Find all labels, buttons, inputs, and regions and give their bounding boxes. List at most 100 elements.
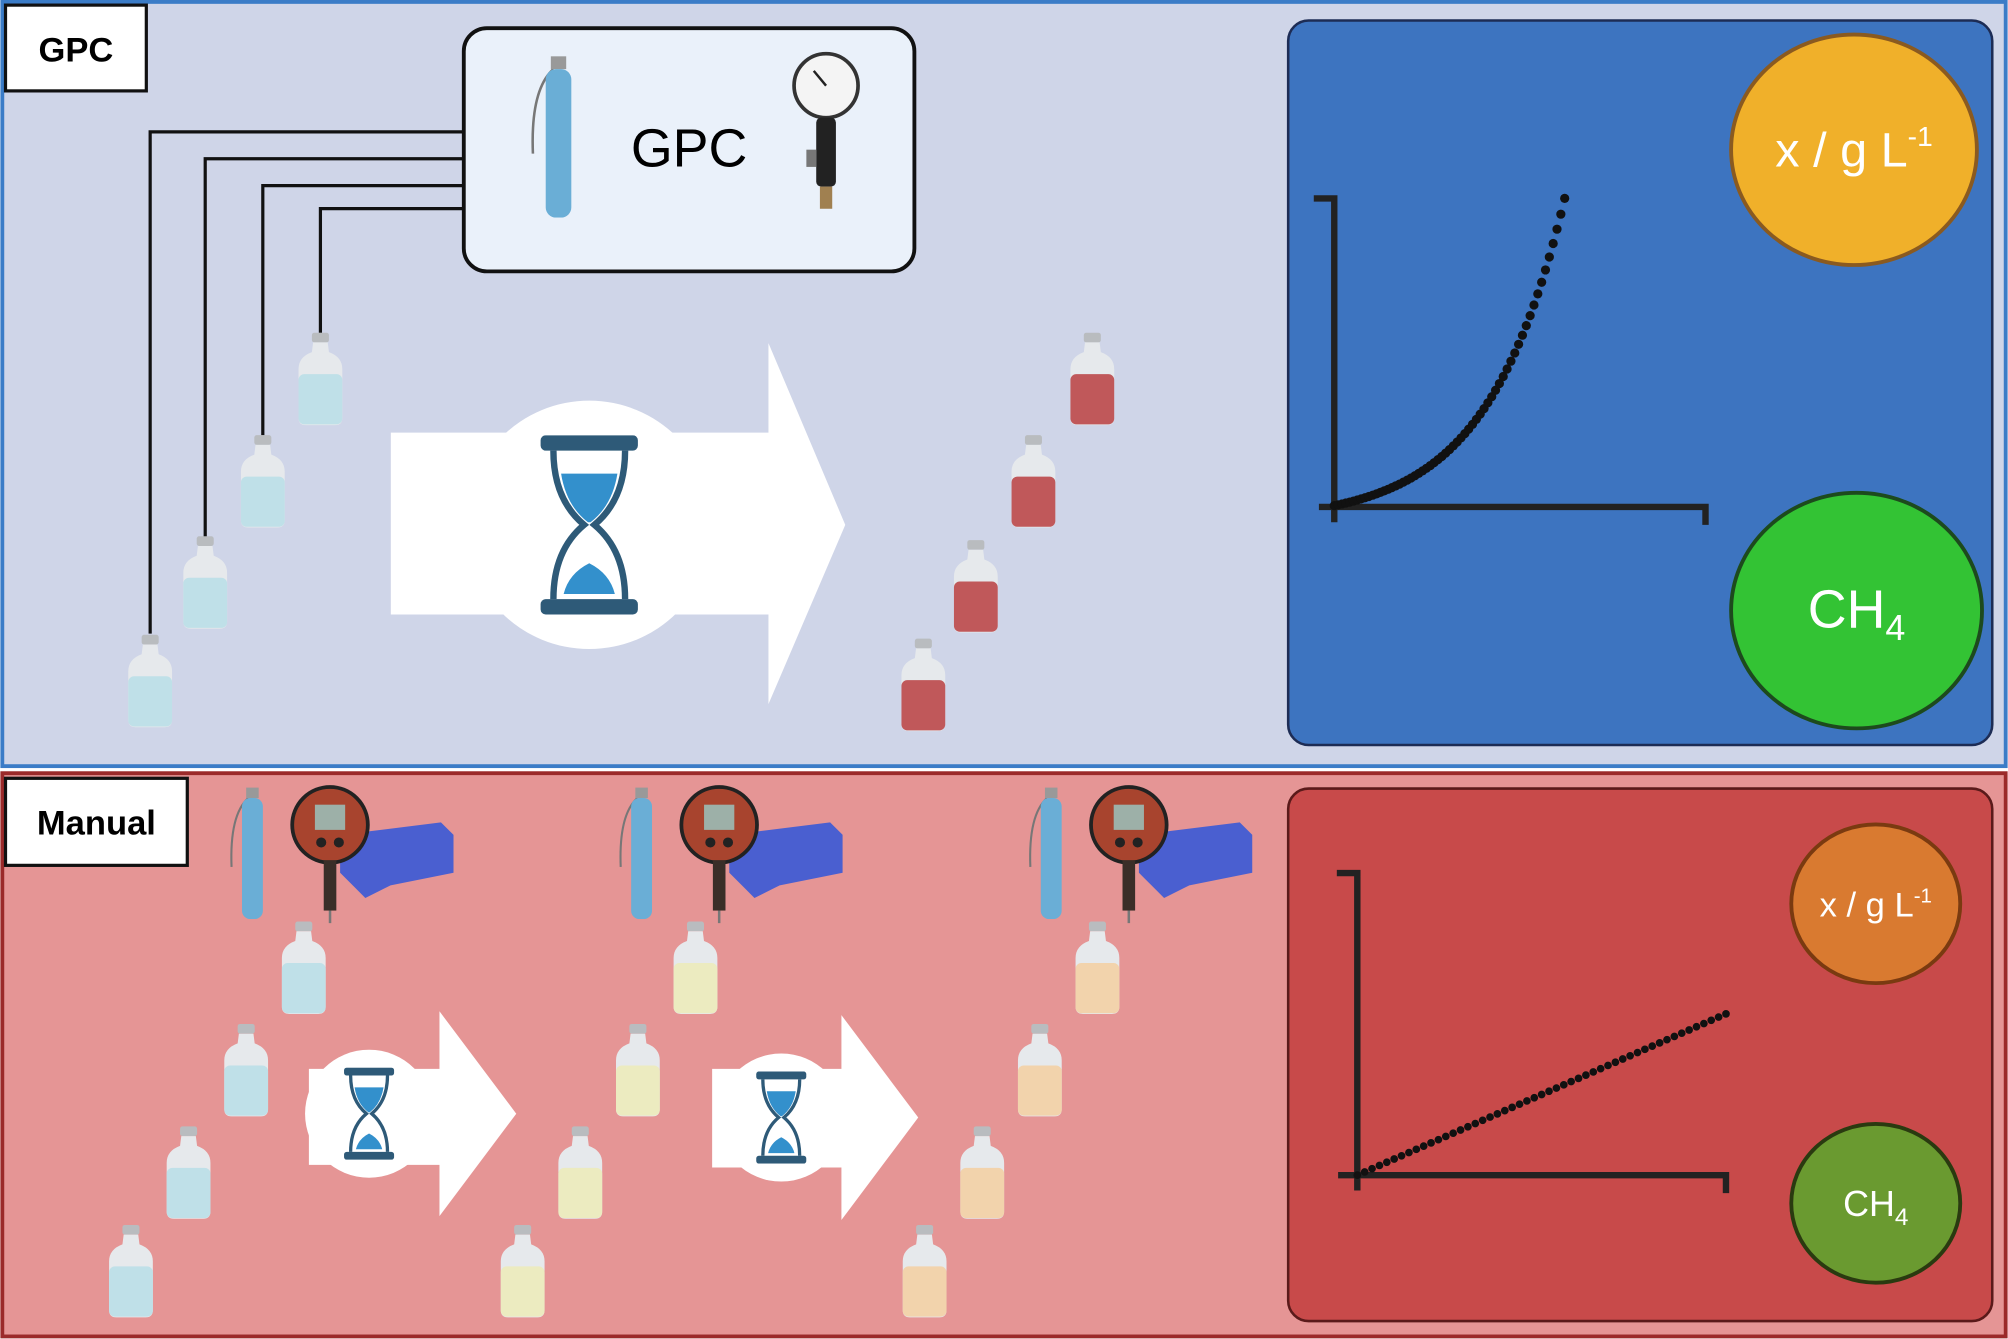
- curve-point: [1382, 1158, 1391, 1167]
- curve-point: [1434, 1135, 1443, 1144]
- curve-point: [1486, 1113, 1494, 1121]
- curve-point: [1419, 1142, 1428, 1150]
- curve-point: [1537, 1090, 1546, 1099]
- vial-icon: [1017, 1023, 1062, 1117]
- curve-point: [1517, 330, 1528, 340]
- curve-point: [1502, 364, 1512, 374]
- curve-point: [1493, 1110, 1502, 1118]
- vial-icon: [224, 1023, 269, 1117]
- curve-point: [1626, 1051, 1634, 1060]
- curve-point: [1556, 209, 1566, 219]
- methane-formula: CH: [1843, 1184, 1895, 1224]
- gpc-tubing: [148, 130, 464, 634]
- curve-point: [1633, 1048, 1642, 1057]
- vial-icon: [558, 1126, 603, 1219]
- methane-badge: [1729, 490, 1984, 731]
- curve-point: [1670, 1032, 1679, 1041]
- vial-icon: [183, 536, 228, 629]
- gpc-plot-panel: x / g L-1 CH4: [1286, 19, 1994, 747]
- vial-icon: [953, 540, 998, 633]
- curve-point: [1548, 238, 1558, 249]
- concentration-unit: x / g L: [1820, 887, 1914, 925]
- curve-point: [1596, 1064, 1605, 1073]
- curve-point: [1449, 1129, 1458, 1138]
- curve-point: [1368, 1164, 1376, 1173]
- gpc-instrument-label: GPC: [631, 118, 747, 178]
- curve-point: [1441, 1132, 1450, 1141]
- curve-point: [1427, 1139, 1435, 1147]
- methane-text: CH4: [1843, 1184, 1908, 1231]
- gpc-label-box: [3, 3, 148, 93]
- curve-point: [1544, 252, 1554, 262]
- curve-point: [1510, 348, 1520, 358]
- concentration-badge: [1729, 32, 1979, 267]
- curve-point: [1692, 1022, 1701, 1031]
- curve-point: [1506, 356, 1516, 366]
- gpc-instrument: GPC: [461, 26, 917, 274]
- vial-icon: [901, 638, 946, 732]
- vial-icon: [1011, 435, 1056, 528]
- incubation-arrow: [305, 1011, 517, 1217]
- incubation-arrow: [712, 1015, 919, 1220]
- curve-point: [1397, 1151, 1406, 1160]
- curve-point: [1508, 1103, 1516, 1112]
- vial-icon: [902, 1224, 947, 1318]
- curve-point: [1405, 1148, 1413, 1157]
- methane-subscript: 4: [1885, 608, 1905, 648]
- concentration-exponent: -1: [1914, 884, 1932, 907]
- curve-point: [1533, 289, 1543, 299]
- vial-icon: [960, 1126, 1005, 1219]
- curve-point: [1500, 1106, 1509, 1115]
- vial-icon: [615, 1023, 660, 1117]
- vial-icon: [128, 634, 173, 728]
- concentration-text: x / g L-1: [1820, 884, 1932, 924]
- vial-icon: [166, 1126, 211, 1219]
- curve-point: [1685, 1026, 1693, 1034]
- curve-point: [1525, 310, 1535, 321]
- curve-point: [1567, 1077, 1575, 1086]
- curve-point: [1648, 1042, 1657, 1050]
- methane-subscript: 4: [1895, 1204, 1909, 1231]
- concentration-badge: [1789, 822, 1963, 986]
- curve-point: [1589, 1068, 1598, 1076]
- curve-point: [1574, 1074, 1583, 1083]
- vial-icon: [298, 332, 343, 426]
- curve-point: [1611, 1058, 1620, 1067]
- curve-point: [1545, 1087, 1553, 1096]
- curve-point: [1390, 1155, 1399, 1163]
- curve-point: [1700, 1019, 1708, 1028]
- gpc-panel: GPC GPC x / g L-1 CH4: [0, 0, 2008, 769]
- curve-point: [1604, 1061, 1612, 1070]
- curve-point: [1530, 1093, 1539, 1102]
- manual-panel-label: Manual: [37, 805, 156, 843]
- curve-point: [1490, 385, 1501, 395]
- curve-point: [1722, 1010, 1730, 1018]
- curve-point: [1641, 1045, 1649, 1054]
- curve-point: [1498, 371, 1508, 382]
- curve-point: [1412, 1145, 1421, 1154]
- concentration-unit: x / g L: [1775, 123, 1907, 177]
- vial-icon: [1075, 921, 1120, 1014]
- curve-point: [1353, 1171, 1362, 1179]
- curve-point: [1478, 1116, 1487, 1125]
- plot-axes: [1336, 869, 1730, 1194]
- curve-point: [1513, 339, 1524, 349]
- vial-icon: [673, 921, 718, 1014]
- curve-point: [1559, 1080, 1568, 1089]
- curve-point: [1456, 1126, 1465, 1134]
- vial-icon: [109, 1224, 153, 1318]
- vial-icon: [500, 1224, 545, 1318]
- curve-point: [1360, 1168, 1369, 1176]
- methane-text: CH4: [1808, 579, 1906, 648]
- manual-panel: Manual x / g L-1 CH4: [0, 771, 2008, 1339]
- curve-point: [1552, 224, 1562, 234]
- curve-point: [1618, 1055, 1627, 1063]
- gpc-panel-label: GPC: [38, 31, 113, 69]
- curve-point: [1540, 265, 1551, 275]
- incubation-arrow: [390, 343, 846, 705]
- curve-point: [1582, 1071, 1590, 1079]
- vial-icon: [281, 921, 326, 1014]
- plot-axes: [1313, 195, 1709, 525]
- curve-point: [1375, 1161, 1384, 1170]
